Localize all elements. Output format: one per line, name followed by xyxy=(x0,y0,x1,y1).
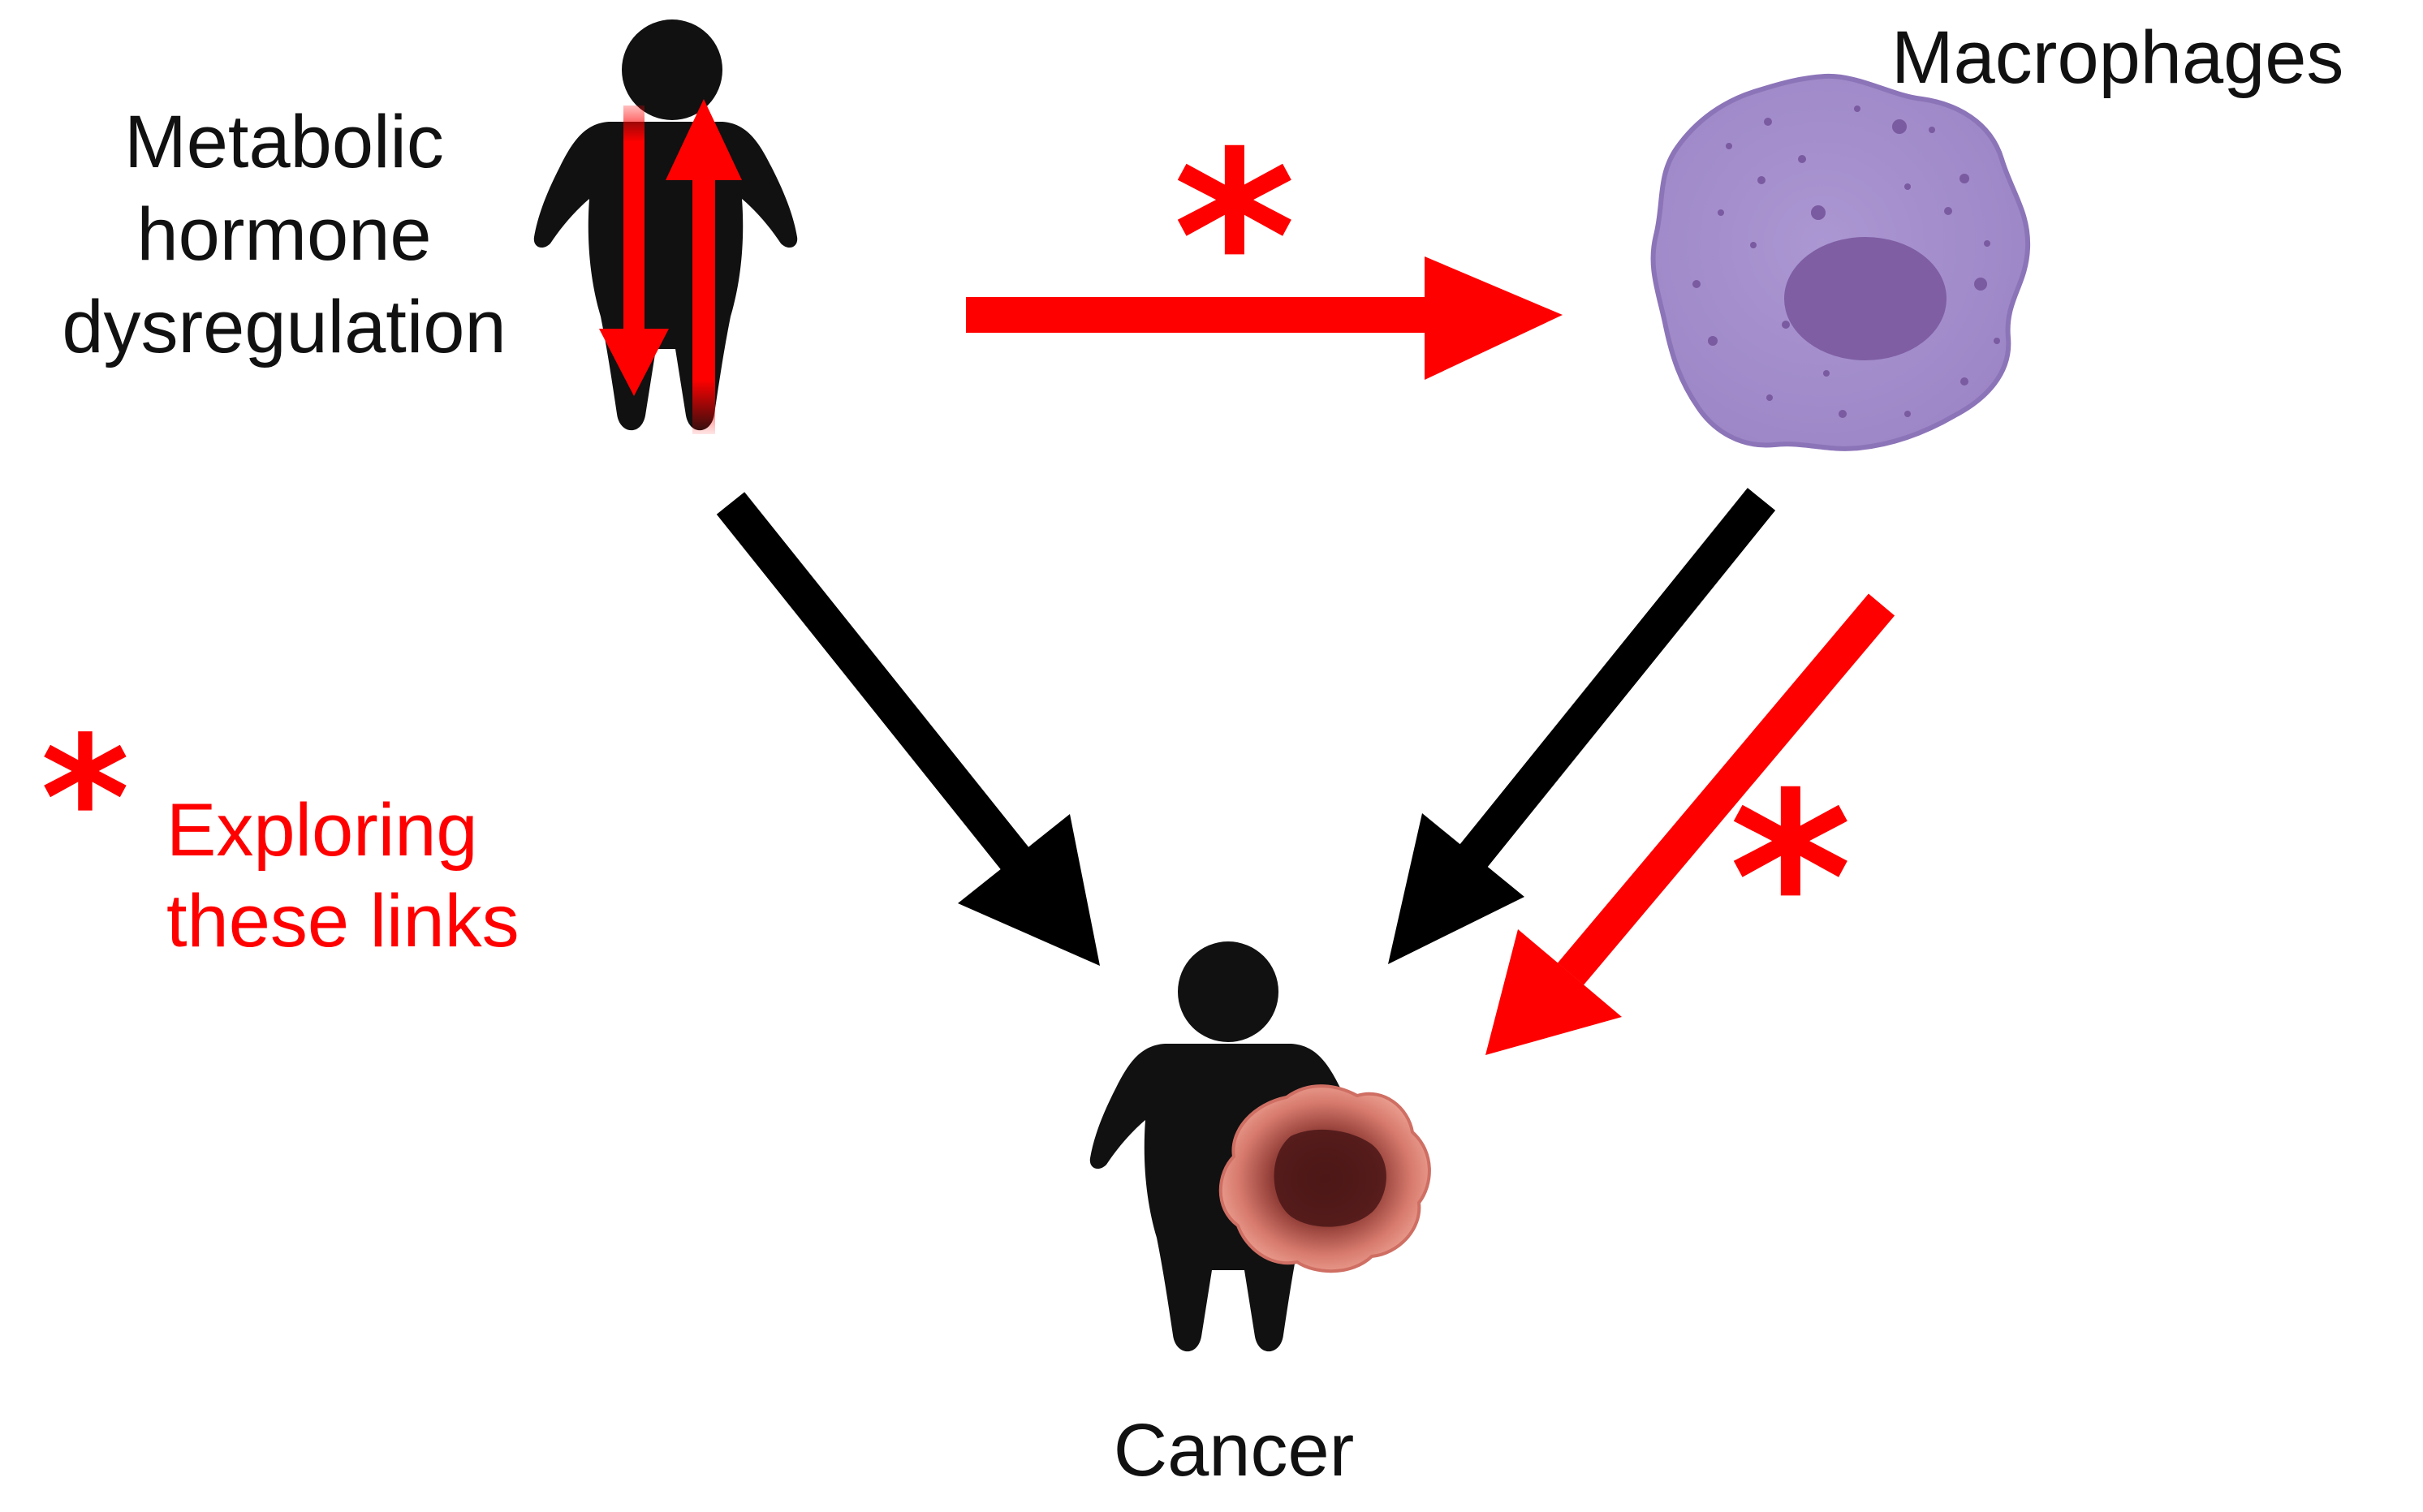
up-arrow-shaft xyxy=(692,162,715,434)
macrophage-cell-icon xyxy=(1650,73,2031,451)
arrow-macrophages-to-cancer-black xyxy=(1388,488,1776,964)
macrophages-label: Macrophages xyxy=(1891,16,2344,99)
cancer-patient-icon xyxy=(1089,941,1431,1352)
macrophage-nucleus xyxy=(1784,237,1947,360)
person-body xyxy=(533,122,798,431)
person-head xyxy=(622,19,722,120)
legend-line-1: Exploring xyxy=(166,789,478,872)
hormone-label-line-1: Metabolic xyxy=(124,101,444,183)
patient-head xyxy=(1178,941,1278,1042)
cancer-label: Cancer xyxy=(1113,1409,1355,1492)
up-arrow-head xyxy=(666,99,742,180)
arrow-hormone-to-cancer xyxy=(716,492,1100,966)
hormone-label-line-2: hormone xyxy=(136,193,432,276)
hormone-label: Metabolic hormone dysregulation xyxy=(32,96,536,373)
hormone-label-line-3: dysregulation xyxy=(62,286,507,368)
obese-person-icon xyxy=(533,19,798,434)
tumor-core xyxy=(1274,1129,1386,1227)
legend-text: Exploring these links xyxy=(166,785,520,967)
legend-asterisk-icon: * xyxy=(41,700,130,898)
asterisk-hormone-macrophages: * xyxy=(1173,102,1296,376)
down-arrow-shaft xyxy=(623,106,645,349)
arrow-hormone-to-macrophages xyxy=(966,256,1563,380)
down-arrow-head xyxy=(599,329,669,396)
legend-line-2: these links xyxy=(166,880,520,963)
arrow-macrophages-to-cancer-red xyxy=(1485,593,1895,1055)
macrophage-granules xyxy=(1692,106,2000,418)
asterisk-macrophages-cancer: * xyxy=(1729,743,1852,1017)
